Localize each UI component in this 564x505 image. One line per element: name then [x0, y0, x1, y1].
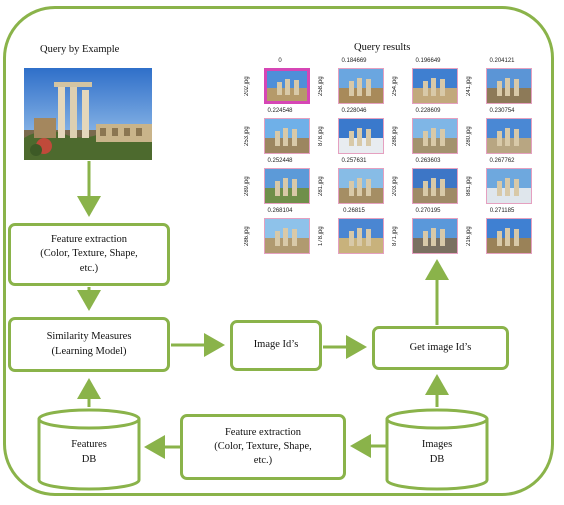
- features-db-label: Features DB: [49, 438, 129, 467]
- features-db-line1: Features: [49, 438, 129, 453]
- features-db-line2: DB: [49, 453, 129, 468]
- images-db-line2: DB: [397, 453, 477, 468]
- images-db-line1: Images: [397, 438, 477, 453]
- images-db-label: Images DB: [397, 438, 477, 467]
